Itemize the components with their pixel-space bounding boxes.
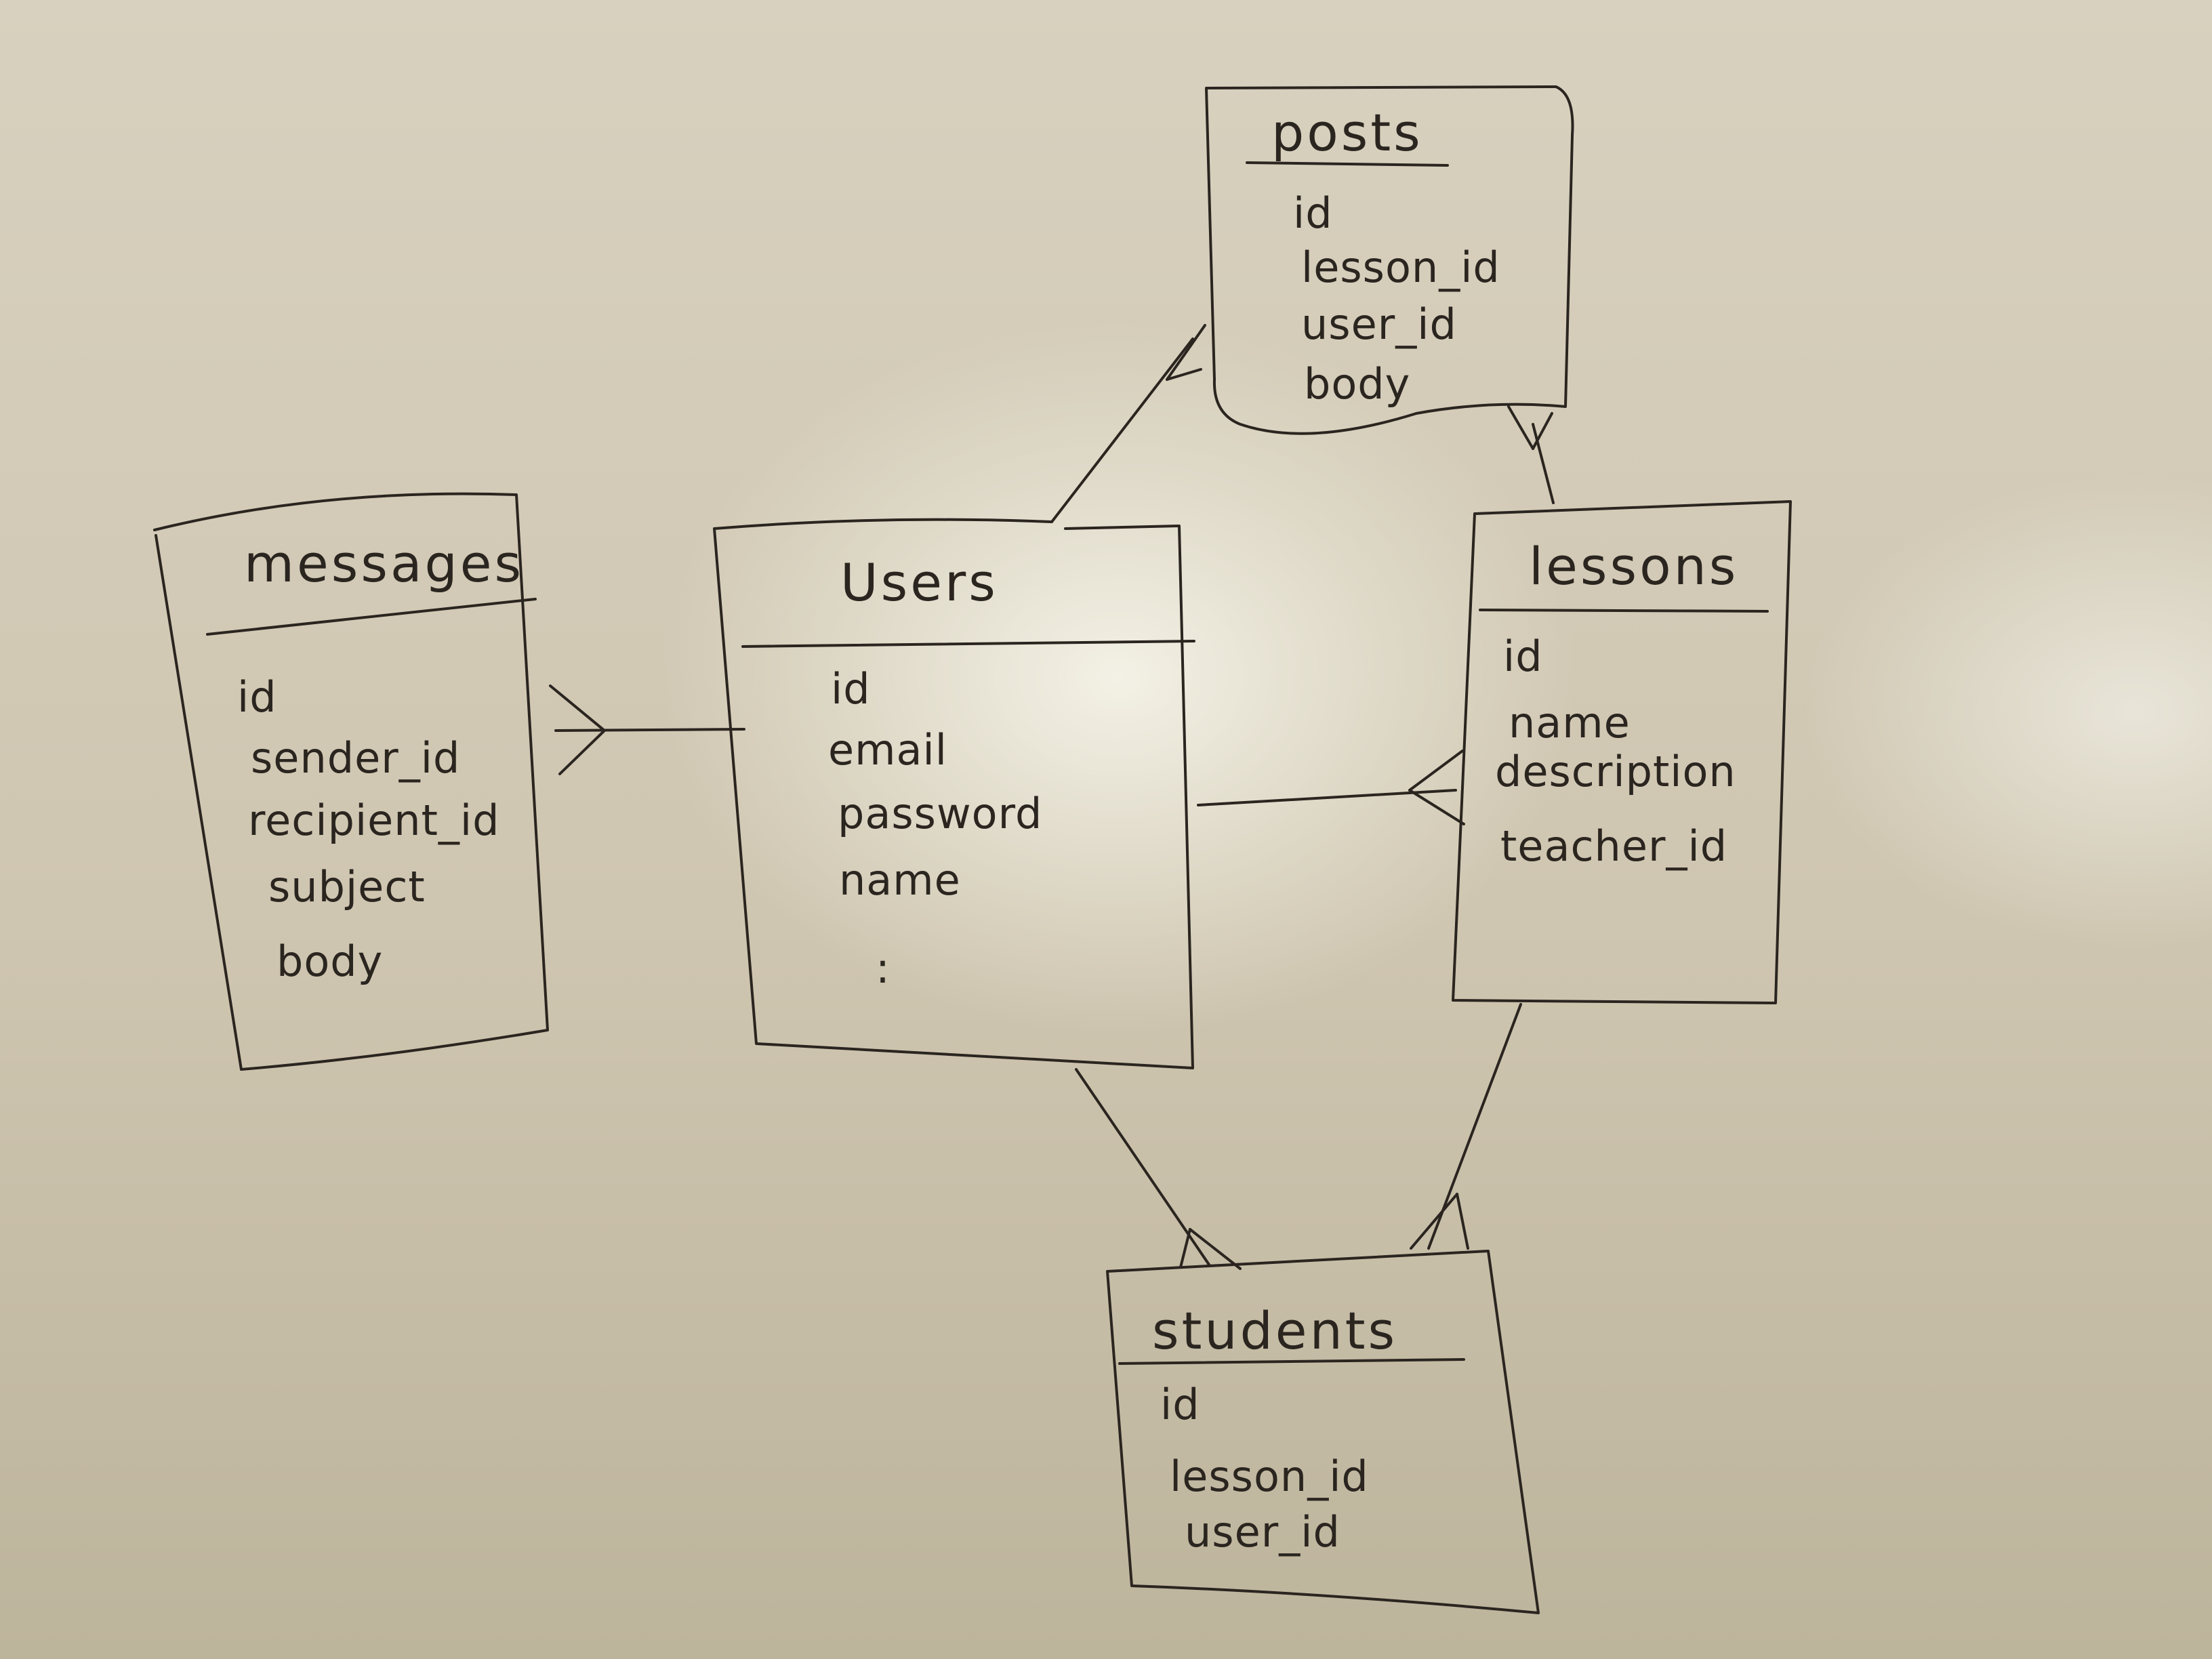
entity-box bbox=[1205, 85, 1574, 435]
entity-field: name bbox=[1509, 698, 1631, 747]
entity-field: lesson_id bbox=[1170, 1452, 1369, 1501]
entity-title-divider bbox=[741, 640, 1195, 648]
entity-field: id bbox=[1293, 188, 1333, 238]
relationship-users-posts bbox=[1050, 324, 1206, 523]
entity-field: lesson_id bbox=[1301, 243, 1500, 292]
entity-field: body bbox=[276, 937, 383, 986]
entity-title-divider bbox=[206, 598, 537, 636]
entity-title: messages bbox=[244, 533, 524, 594]
relationship-users-messages bbox=[549, 684, 745, 775]
entity-field: id bbox=[1160, 1380, 1200, 1429]
entity-field: id bbox=[237, 672, 277, 722]
entity-box bbox=[1452, 500, 1792, 1004]
entity-field: user_id bbox=[1185, 1507, 1340, 1557]
entity-field: teacher_id bbox=[1500, 821, 1727, 871]
relationship-users-students bbox=[1075, 1068, 1242, 1270]
relationship-lessons-students bbox=[1410, 1003, 1522, 1250]
entity-students: students id lesson_id user_id bbox=[1106, 1250, 1540, 1614]
entity-field: email bbox=[828, 725, 947, 775]
entity-title: posts bbox=[1271, 102, 1423, 163]
entity-title-divider bbox=[1246, 161, 1449, 167]
entity-box bbox=[1106, 1250, 1540, 1614]
entity-field: description bbox=[1495, 747, 1736, 796]
entity-field: : bbox=[876, 943, 890, 993]
entity-title: students bbox=[1152, 1300, 1397, 1361]
entity-field: user_id bbox=[1301, 300, 1457, 349]
entity-field: name bbox=[839, 855, 961, 905]
entity-field: body bbox=[1304, 359, 1410, 409]
relationship-posts-lessons bbox=[1507, 405, 1555, 504]
entity-messages: messages id sender_id recipient_id subje… bbox=[153, 492, 549, 1071]
entity-box bbox=[713, 518, 1194, 1069]
entity-field: id bbox=[831, 664, 871, 714]
entity-field: subject bbox=[268, 862, 426, 912]
entity-posts: posts id lesson_id user_id body bbox=[1205, 85, 1574, 435]
entity-box bbox=[153, 492, 549, 1071]
entity-lessons: lessons id name description teacher_id bbox=[1452, 500, 1792, 1004]
entity-users: Users id email password name : bbox=[713, 518, 1195, 1069]
entity-field: sender_id bbox=[251, 733, 460, 783]
entity-title-divider bbox=[1479, 609, 1769, 613]
entity-title: Users bbox=[840, 552, 998, 613]
relationship-users-lessons bbox=[1197, 750, 1465, 825]
entity-field: id bbox=[1503, 632, 1543, 681]
entity-field: password bbox=[838, 789, 1042, 838]
entity-field: recipient_id bbox=[248, 796, 500, 845]
entity-title: lessons bbox=[1529, 536, 1738, 596]
entity-title-divider bbox=[1118, 1358, 1465, 1365]
